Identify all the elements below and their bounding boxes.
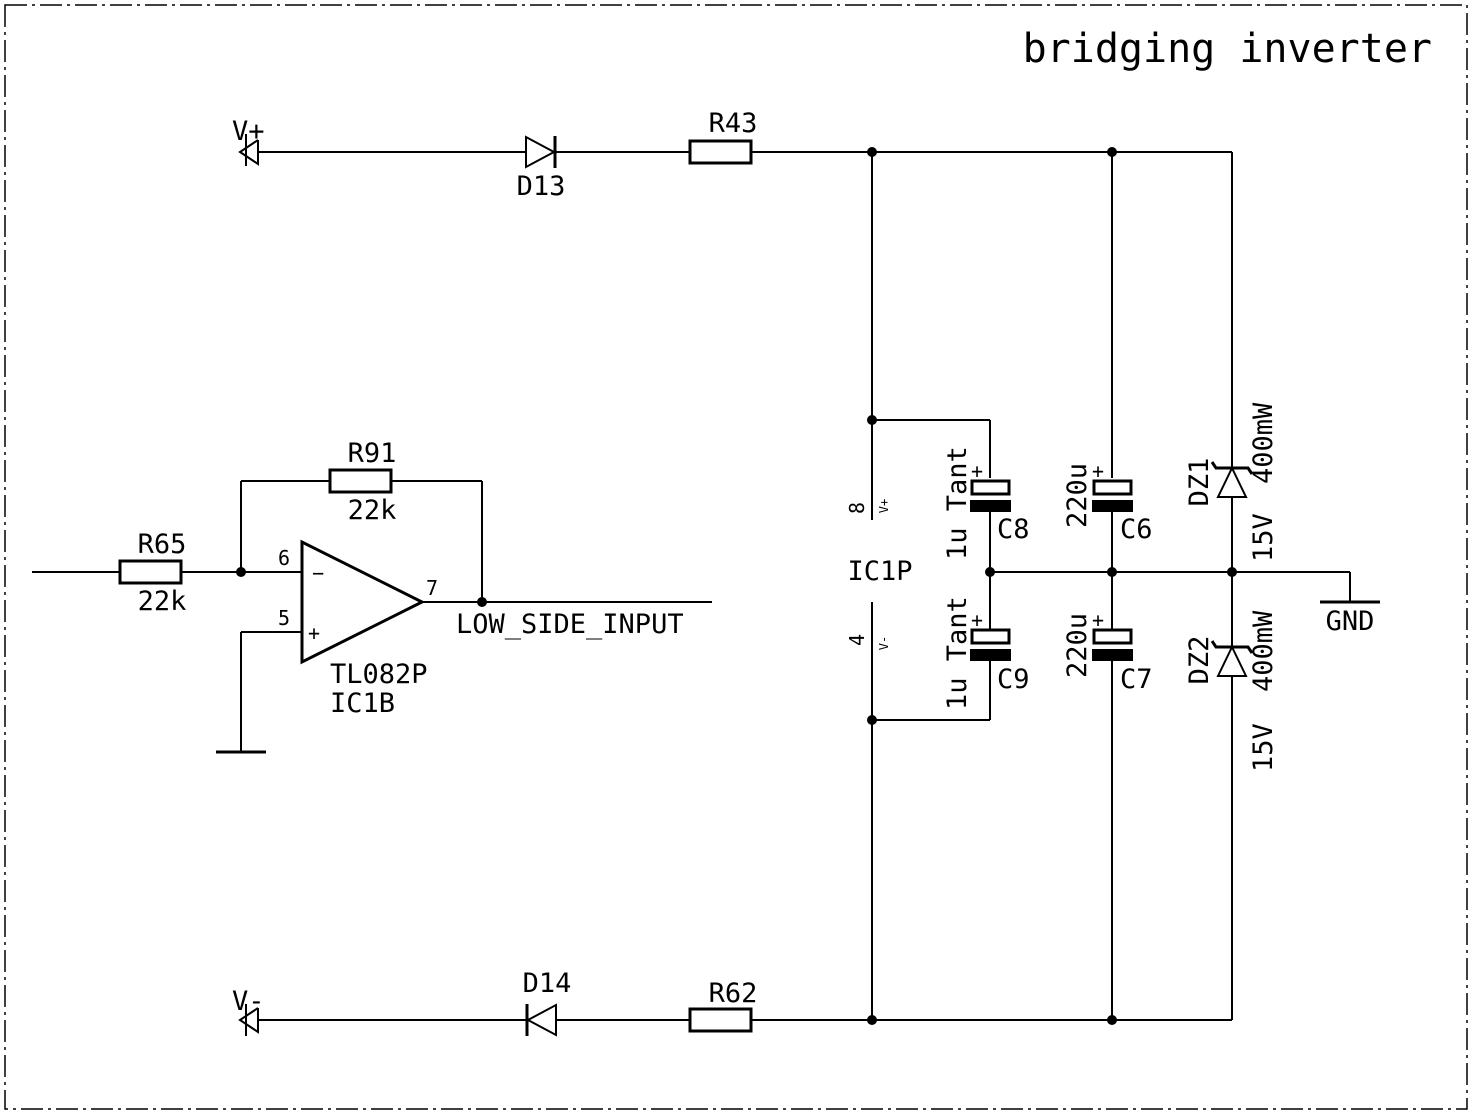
d14-label: D14 <box>523 968 572 999</box>
d13-label: D13 <box>517 171 566 202</box>
vminus-label: V- <box>232 986 265 1017</box>
c7-capacitor-symbol <box>1092 628 1133 661</box>
r43-resistor-body <box>688 139 753 165</box>
dz2-zener-symbol <box>1210 640 1254 677</box>
low-side-input-label: LOW_SIDE_INPUT <box>456 609 684 640</box>
opamp-pin6: 6 <box>278 546 290 570</box>
vplus-label: V+ <box>232 116 265 147</box>
c6-label: C6 <box>1120 514 1153 545</box>
r65-value: 22k <box>138 586 187 617</box>
junction-dot <box>1107 1015 1117 1025</box>
c9-capacitor-symbol <box>970 628 1011 661</box>
r62-label: R62 <box>709 978 758 1009</box>
dz1-voltage: 15V <box>1248 513 1279 562</box>
dz1-zener-symbol <box>1210 461 1254 498</box>
c7-value: 220u <box>1062 613 1093 678</box>
junction-dot <box>867 715 877 725</box>
junction-dot <box>867 147 877 157</box>
junction-dot <box>867 415 877 425</box>
c8-polarity-mark: + <box>971 459 983 483</box>
opamp-type: TL082P <box>330 659 428 690</box>
ic1p-vplus-pin-label: V+ <box>877 499 891 513</box>
c8-label: C8 <box>997 514 1030 545</box>
dz2-power: 400mW <box>1248 610 1279 692</box>
c9-value: 1u Tant <box>942 596 973 710</box>
opamp-minus-sign: − <box>312 561 324 585</box>
opamp-pin7: 7 <box>426 576 438 600</box>
dz2-label: DZ2 <box>1184 636 1215 685</box>
diagram-title: bridging inverter <box>1023 26 1432 72</box>
r65-resistor-body <box>118 559 183 585</box>
opamp-ref: IC1B <box>330 688 395 719</box>
c6-capacitor-symbol <box>1092 479 1133 512</box>
c8-capacitor-symbol <box>970 479 1011 512</box>
opamp-triangle <box>300 539 426 665</box>
c8-value: 1u Tant <box>942 446 973 560</box>
c7-polarity-mark: + <box>1092 608 1104 632</box>
junction-dot <box>477 597 487 607</box>
r91-value: 22k <box>348 495 397 526</box>
opamp-pin5: 5 <box>278 606 290 630</box>
r91-label: R91 <box>348 438 397 469</box>
feedback-loop-wires <box>240 480 483 602</box>
gnd-label: GND <box>1326 606 1375 637</box>
junction-dot <box>985 567 995 577</box>
r62-resistor-body <box>688 1007 753 1033</box>
ic1p-pin4: 4 <box>845 634 869 646</box>
c7-label: C7 <box>1120 664 1153 695</box>
dz1-label: DZ1 <box>1184 458 1215 507</box>
d14-diode-symbol <box>525 1003 557 1037</box>
r91-resistor-body <box>328 468 393 494</box>
junction-dot <box>236 567 246 577</box>
junction-dot <box>1107 147 1117 157</box>
ic1p-power-wires <box>871 152 991 1020</box>
d13-diode-symbol <box>525 135 557 169</box>
c9-polarity-mark: + <box>971 608 983 632</box>
c6-value: 220u <box>1062 463 1093 528</box>
dz2-voltage: 15V <box>1248 723 1279 772</box>
r43-label: R43 <box>709 108 758 139</box>
ic1p-pin8: 8 <box>845 502 869 514</box>
c9-label: C9 <box>997 664 1030 695</box>
drawing-frame <box>4 4 1468 1110</box>
c6-polarity-mark: + <box>1092 459 1104 483</box>
junction-dot <box>867 1015 877 1025</box>
junction-dot <box>1227 567 1237 577</box>
r65-label: R65 <box>138 529 187 560</box>
junction-dot <box>1107 567 1117 577</box>
opamp-plus-sign: + <box>308 621 320 645</box>
junction-dots <box>236 147 1237 1025</box>
ic1p-label: IC1P <box>847 556 912 587</box>
ic1p-vminus-pin-label: V- <box>877 636 891 650</box>
dz1-power: 400mW <box>1248 402 1279 484</box>
